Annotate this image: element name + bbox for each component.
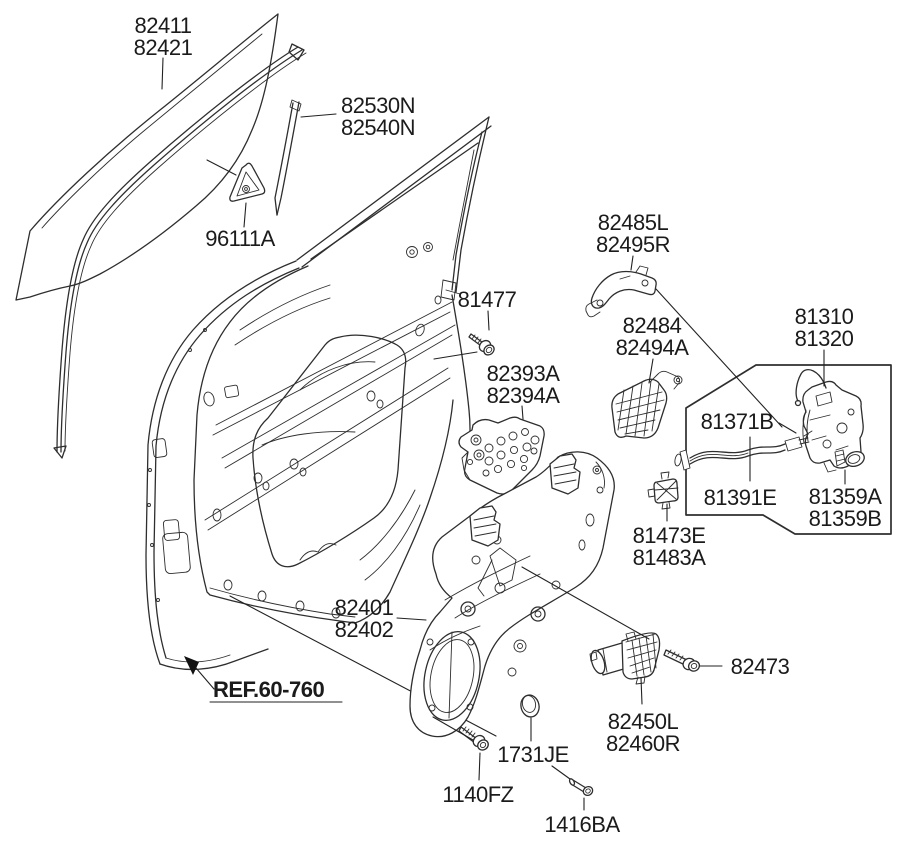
label-latch-clip-1: 81473E <box>633 523 706 548</box>
bolt-81477-drawing <box>468 333 495 356</box>
label-run-channel-1: 82530N <box>341 93 415 118</box>
label-hole-plug: 1731JE <box>497 742 569 767</box>
latch-inset-box <box>685 364 892 535</box>
label-lock-knob-2: 81359B <box>809 506 882 531</box>
latch-cable-drawing <box>674 430 813 471</box>
label-grommet-plate-1: 82393A <box>487 361 561 386</box>
label-regulator-panel-2: 82402 <box>335 617 394 642</box>
label-ref-60-760: REF.60-760 <box>213 677 324 702</box>
ref-arrowhead <box>184 656 199 675</box>
label-handle-base-1: 82484 <box>623 313 682 338</box>
delta-garnish-drawing <box>229 162 266 202</box>
label-lock-knob-1: 81359A <box>809 484 883 509</box>
label-handle-bracket-2: 82495R <box>596 232 670 257</box>
label-door-glass-1: 82411 <box>134 13 191 38</box>
regulator-panel-drawing <box>409 451 615 738</box>
door-latch-drawing <box>794 369 864 473</box>
label-regulator-motor-2: 82460R <box>606 731 680 756</box>
grommet-plate-drawing <box>458 416 545 495</box>
hole-plug-drawing <box>520 694 540 718</box>
label-motor-bolt: 82473 <box>731 654 790 679</box>
label-latch-cable: 81391E <box>704 485 777 510</box>
label-channel-bolt: 81477 <box>458 287 517 312</box>
lock-knob-drawing <box>834 449 865 467</box>
bolt-1140FZ-drawing <box>458 726 489 751</box>
door-glass-drawing <box>15 13 279 301</box>
label-delta-garnish: 96111A <box>205 226 275 251</box>
label-door-glass-2: 82421 <box>134 35 193 60</box>
label-handle-base-2: 82494A <box>616 335 690 360</box>
label-door-latch-2: 81320 <box>795 326 854 351</box>
label-handle-bracket-1: 82485L <box>598 210 669 235</box>
label-regulator-panel-1: 82401 <box>335 595 394 620</box>
latch-clip-drawing <box>647 471 679 510</box>
glass-run-channel-drawing <box>53 43 307 459</box>
label-pin-bolt: 1416BA <box>544 812 620 837</box>
leader-lines <box>161 57 846 811</box>
pin-1416BA-drawing <box>568 778 594 797</box>
label-door-latch-1: 81310 <box>795 304 854 329</box>
label-run-channel-2: 82540N <box>341 115 415 140</box>
label-latch-rod: 81371B <box>701 409 774 434</box>
label-regulator-motor-1: 82450L <box>608 709 679 734</box>
label-panel-bolt: 1140FZ <box>442 782 513 807</box>
label-grommet-plate-2: 82394A <box>487 383 561 408</box>
regulator-motor-drawing <box>589 631 661 685</box>
label-latch-clip-2: 81483A <box>633 545 707 570</box>
bolt-82473-drawing <box>663 649 701 672</box>
part-number-labels: 82411 82421 82530N 82540N 96111A 81477 8… <box>134 13 883 837</box>
handle-bracket-drawing <box>585 265 657 318</box>
handle-base-drawing <box>611 370 683 439</box>
door-shell-drawing <box>145 116 492 671</box>
